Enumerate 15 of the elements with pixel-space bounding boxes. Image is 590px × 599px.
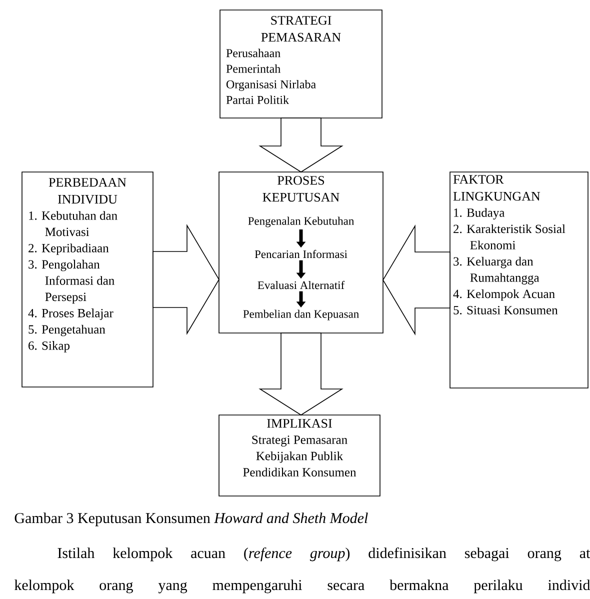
step-label: Pencarian Informasi bbox=[254, 250, 348, 258]
block-arrow bbox=[152, 224, 220, 335]
text-box: PERBEDAAN INDIVIDU 1. Kebutuhan dan Motivasi 2. Kepribadiaan 3. Pengolahan Informasi dan Persepsi 4. Proses Belajar 5. Pengetahuan 6. Sikap bbox=[22, 172, 154, 388]
step-label: Evaluasi Alternatif bbox=[258, 280, 345, 290]
paragraph-line: kelompok orang yang mempengaruhi secara bermakna perilaku individ bbox=[14, 580, 590, 594]
caption: Gambar 3 Keputusan Konsumen Howard and Sheth Model bbox=[14, 512, 368, 526]
step-label: Pembelian dan Kepuasan bbox=[243, 310, 359, 320]
block-arrow bbox=[258, 118, 344, 172]
text-box: IMPLIKASI Strategi Pemasaran Kebijakan Publik Pendidikan Konsumen bbox=[218, 414, 380, 496]
text-box: STRATEGI PEMASARAN Perusahaan Pemerintah Organisasi Nirlaba Partai Politik bbox=[220, 10, 382, 118]
step-label: Pengenalan Kebutuhan bbox=[248, 216, 354, 228]
text-box: FAKTOR LINGKUNGAN 1. Budaya 2. Karakteristik Sosial Ekonomi 3. Keluarga dan Rumahtangga 4. Kelompok Acuan 5. Situasi Konsumen bbox=[450, 172, 588, 388]
paragraph-line: Istilah kelompok acuan (refence group) didefinisikan sebagai orang at bbox=[58, 547, 590, 562]
block-arrow bbox=[258, 332, 344, 416]
block-arrow bbox=[382, 224, 450, 336]
